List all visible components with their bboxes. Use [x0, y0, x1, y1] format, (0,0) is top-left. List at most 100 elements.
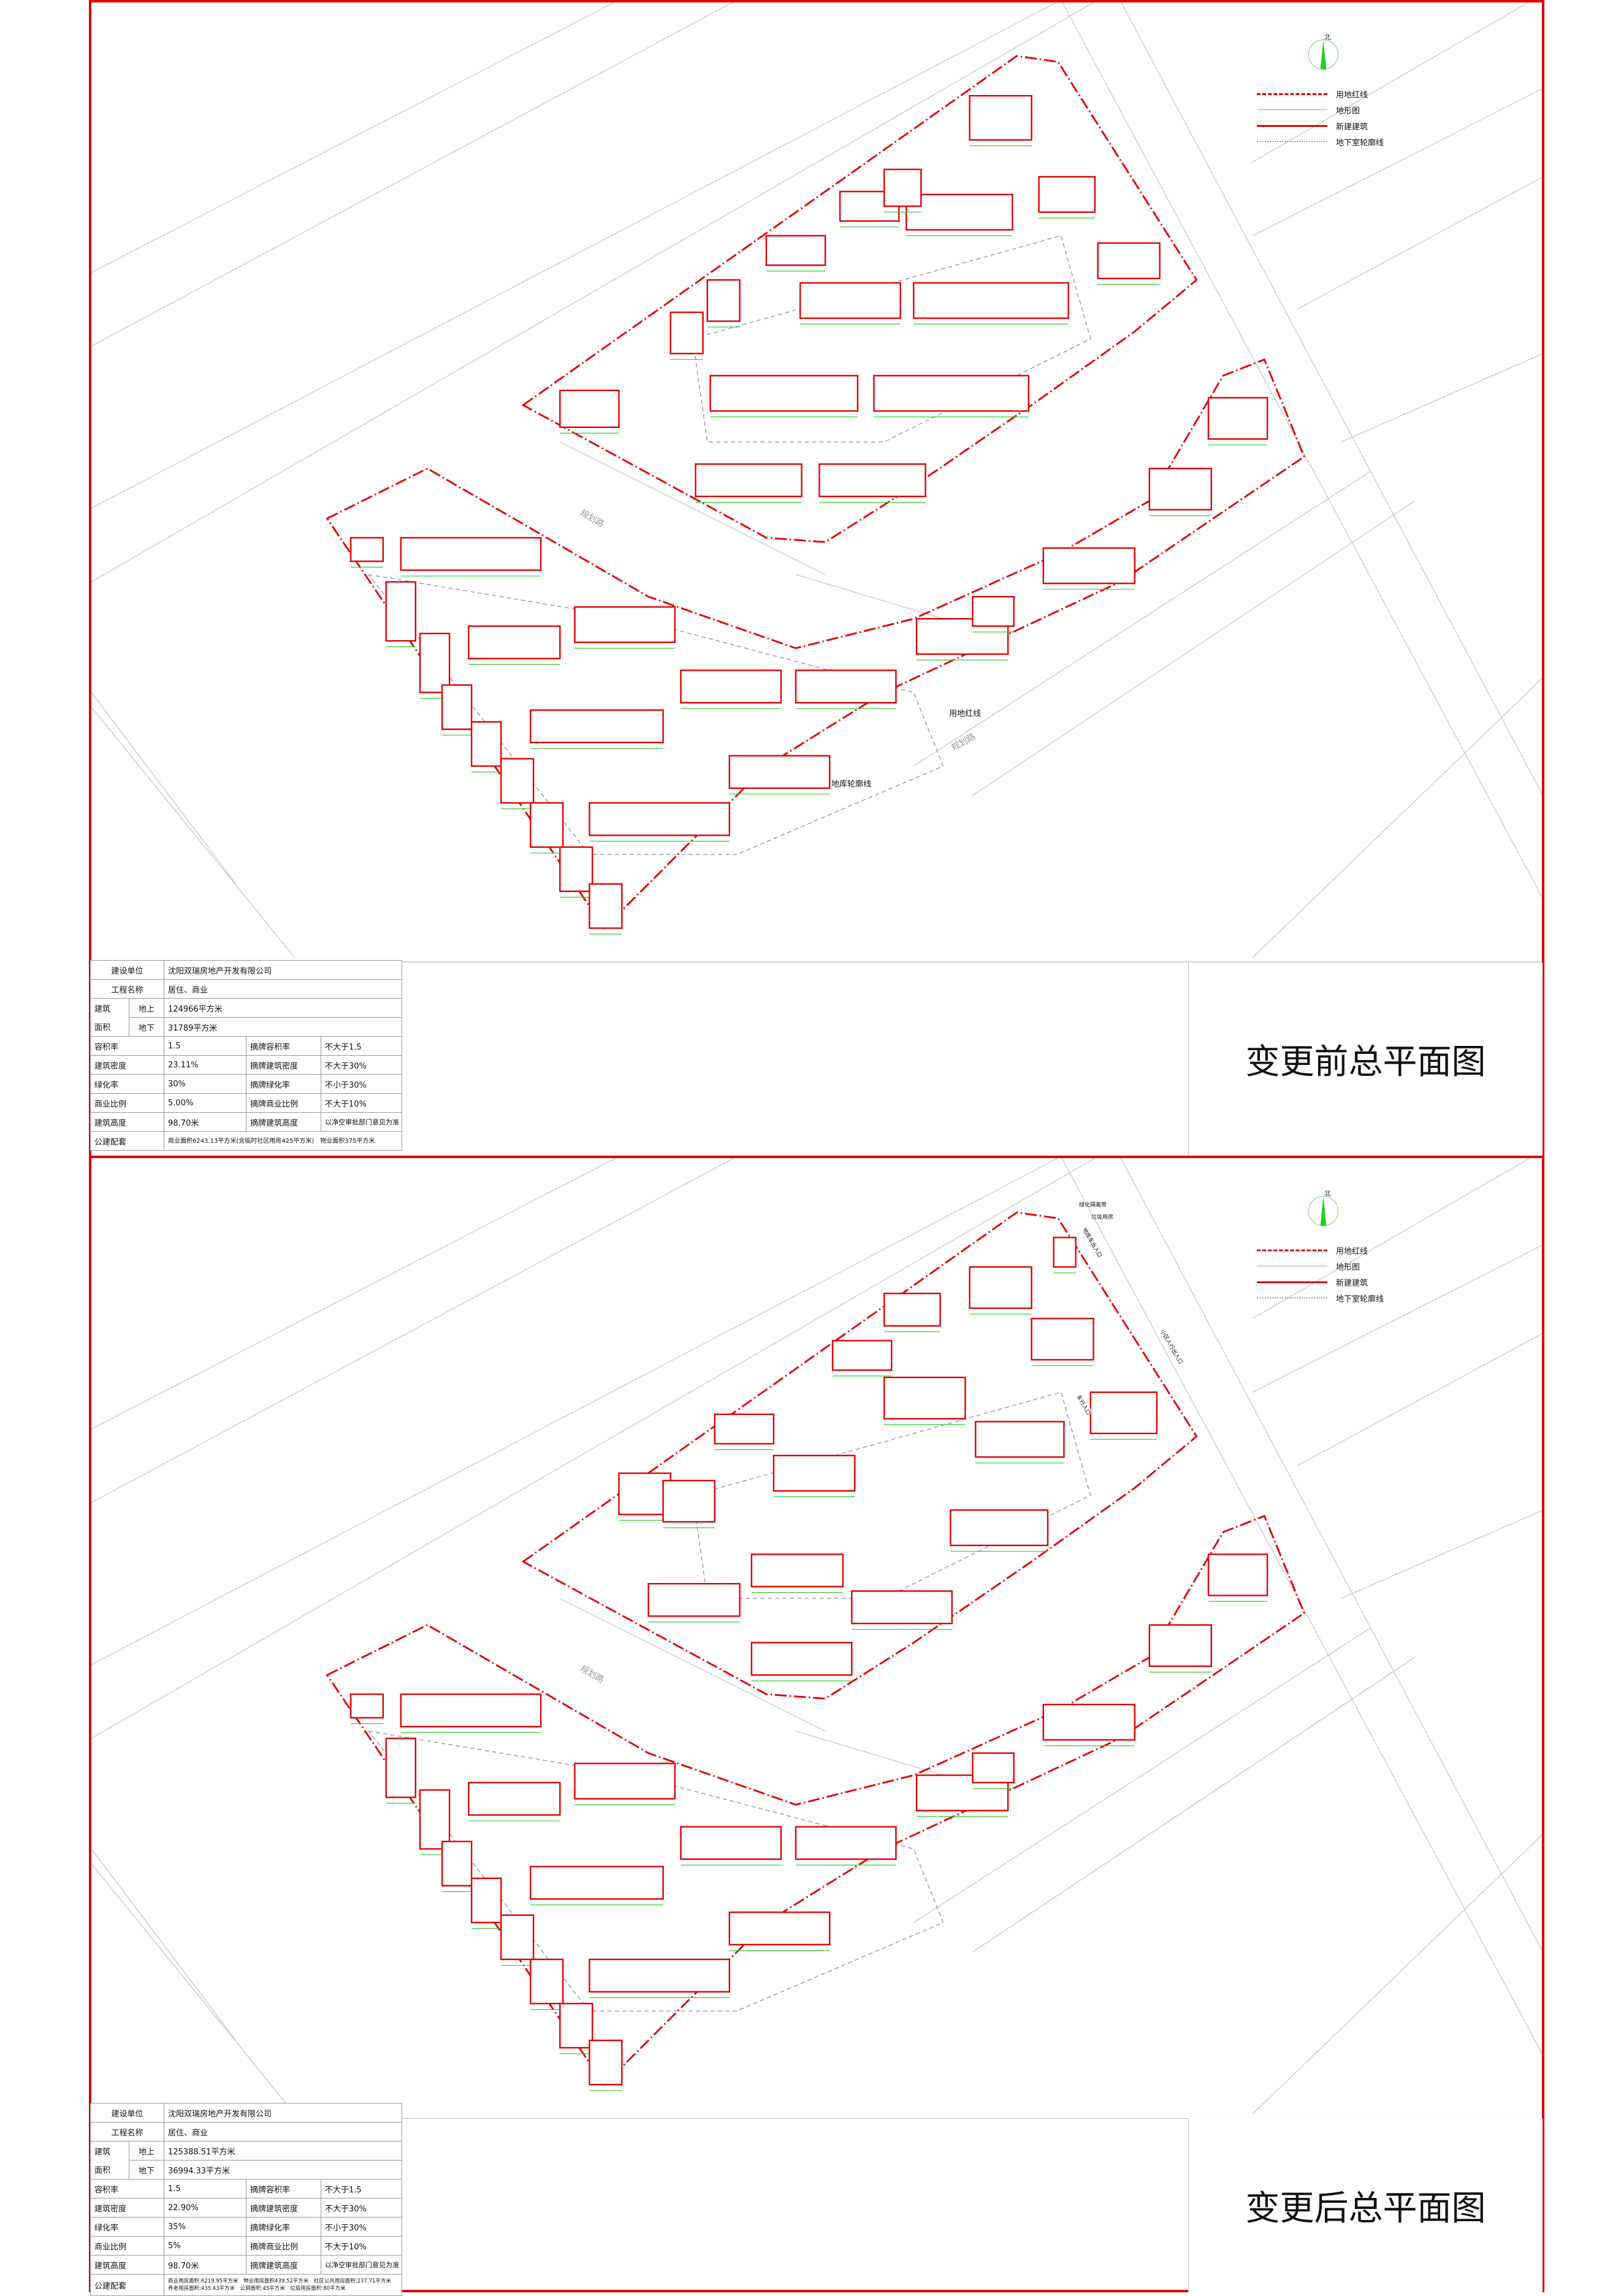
- boundary-line-swatch: [1257, 1249, 1327, 1251]
- row-value-2: 以净空审批部门意见为准: [321, 1112, 403, 1132]
- area-label-2: 面积: [90, 2160, 129, 2180]
- legend-label: 地下室轮廓线: [1336, 1294, 1384, 1304]
- building-footprint: [906, 193, 1013, 231]
- building-footprint: [728, 1911, 831, 1946]
- boundary-line-swatch: [1257, 93, 1327, 95]
- row-key-2: 摘牌建筑密度: [246, 2198, 322, 2218]
- legend-item: 地下室轮廓线: [1257, 1290, 1384, 1306]
- terrain-road-line: [91, 692, 237, 885]
- row-value-2: 不大于30%: [321, 2198, 403, 2218]
- building-footprint: [400, 536, 542, 571]
- building-footprint: [470, 721, 502, 767]
- building-footprint: [400, 1693, 542, 1728]
- row-key-2: 摘牌绿化率: [246, 2217, 322, 2237]
- terrain-road-line: [913, 471, 1371, 767]
- row-value-2: 不大于10%: [321, 2236, 403, 2256]
- terrain-road-line: [1252, 88, 1543, 237]
- terrain-road-line: [91, 1156, 619, 1430]
- above-value: 124966平方米: [164, 998, 403, 1018]
- terrain-road-line: [795, 1730, 944, 1776]
- building-footprint: [1207, 1553, 1268, 1596]
- legend-label: 新建建筑: [1336, 1278, 1368, 1288]
- terrain-road-line: [1341, 1509, 1543, 1599]
- terrain-road-line: [1119, 0, 1544, 796]
- below-value: 36994.33平方米: [164, 2160, 403, 2180]
- row-key-2: 摘牌绿化率: [246, 1074, 322, 1094]
- building-footprint: [530, 1866, 664, 1900]
- legend-item: 新建建筑: [1257, 1274, 1384, 1290]
- building-footprint: [772, 1454, 856, 1492]
- building-footprint: [669, 311, 704, 354]
- building-footprint: [913, 282, 1069, 319]
- terrain-road-line: [91, 706, 296, 958]
- row-key-2: 摘牌建筑高度: [246, 2255, 322, 2275]
- terrain-road-line: [1252, 677, 1544, 958]
- frame-after: [89, 1156, 1544, 2292]
- row-key-2: 摘牌建筑密度: [246, 1055, 322, 1075]
- terrain-road-line: [1119, 1156, 1544, 1953]
- row-key: 建筑高度: [90, 2255, 165, 2275]
- building-footprint: [530, 802, 564, 848]
- row-key-2: 摘牌建筑高度: [246, 1112, 322, 1132]
- developer-value: 沈阳双瑞房地产开发有限公司: [164, 960, 403, 980]
- building-footprint: [441, 1840, 473, 1886]
- building-footprint: [695, 463, 803, 497]
- row-value: 22.90%: [164, 2198, 247, 2218]
- building-footprint: [1042, 1704, 1136, 1741]
- building-footprint: [969, 1266, 1032, 1310]
- north-label-before: 北: [1324, 33, 1331, 41]
- title-after: 变更后总平面图: [1188, 2118, 1543, 2292]
- row-key: 容积率: [90, 1036, 165, 1056]
- site-boundary-south: [326, 1514, 1305, 2086]
- project-value: 居住、商业: [164, 979, 403, 999]
- terrain-line-swatch: [1257, 109, 1327, 110]
- building-footprint: [574, 606, 676, 643]
- project-label: 工程名称: [90, 2122, 165, 2142]
- row-key: 商业比例: [90, 1093, 165, 1113]
- building-footprint: [750, 1553, 844, 1588]
- row-key-2: 摘牌容积率: [246, 1036, 322, 1056]
- row-value-2: 不小于30%: [321, 1074, 403, 1094]
- north-arrow-icon: [1320, 39, 1327, 69]
- terrain-road-line: [91, 0, 1061, 509]
- terrain-road-line: [1252, 1834, 1544, 2115]
- terrain-road-line: [972, 500, 1415, 796]
- row-value: 30%: [164, 1074, 247, 1094]
- above-value: 125388.51平方米: [164, 2141, 403, 2161]
- building-footprint: [559, 2002, 593, 2049]
- row-key: 绿化率: [90, 2217, 165, 2237]
- terrain-road-line: [91, 0, 619, 273]
- legend-label: 用地红线: [1336, 1246, 1368, 1256]
- below-label: 地下: [128, 1017, 165, 1037]
- terrain-road-line: [560, 441, 826, 575]
- building-footprint: [795, 1826, 897, 1860]
- terrain-road-line: [91, 1863, 296, 2115]
- building-footprint: [1207, 397, 1268, 440]
- legend-item: 用地红线: [1257, 1242, 1384, 1258]
- building-footprint: [1097, 242, 1161, 280]
- terrain-road-line: [1296, 176, 1543, 310]
- public-value: 商业面积6243.13平方米(含临时社区用房425平方米) 物业面积375平方米: [164, 1131, 403, 1151]
- row-value-2: 不大于30%: [321, 1055, 403, 1075]
- building-footprint: [1042, 547, 1136, 584]
- building-footprint: [1053, 1237, 1077, 1268]
- building-footprint: [969, 94, 1032, 141]
- terrain-road-line: [795, 574, 944, 619]
- row-key-2: 摘牌商业比例: [246, 2236, 322, 2256]
- row-value-2: 以净空审批部门意见为准: [321, 2255, 403, 2275]
- north-arrow-icon: [1320, 1196, 1327, 1226]
- row-key: 建筑高度: [90, 1112, 165, 1132]
- public-label: 公建配套: [90, 1131, 165, 1151]
- legend-before: 用地红线 地形图 新建建筑 地下室轮廓线: [1257, 86, 1384, 150]
- building-footprint: [680, 669, 782, 704]
- row-value: 1.5: [164, 1036, 247, 1056]
- project-label: 工程名称: [90, 979, 165, 999]
- developer-label: 建设单位: [90, 2103, 165, 2122]
- building-footprint: [470, 1877, 502, 1924]
- garbage-room-label: 垃圾用房: [1091, 1213, 1114, 1221]
